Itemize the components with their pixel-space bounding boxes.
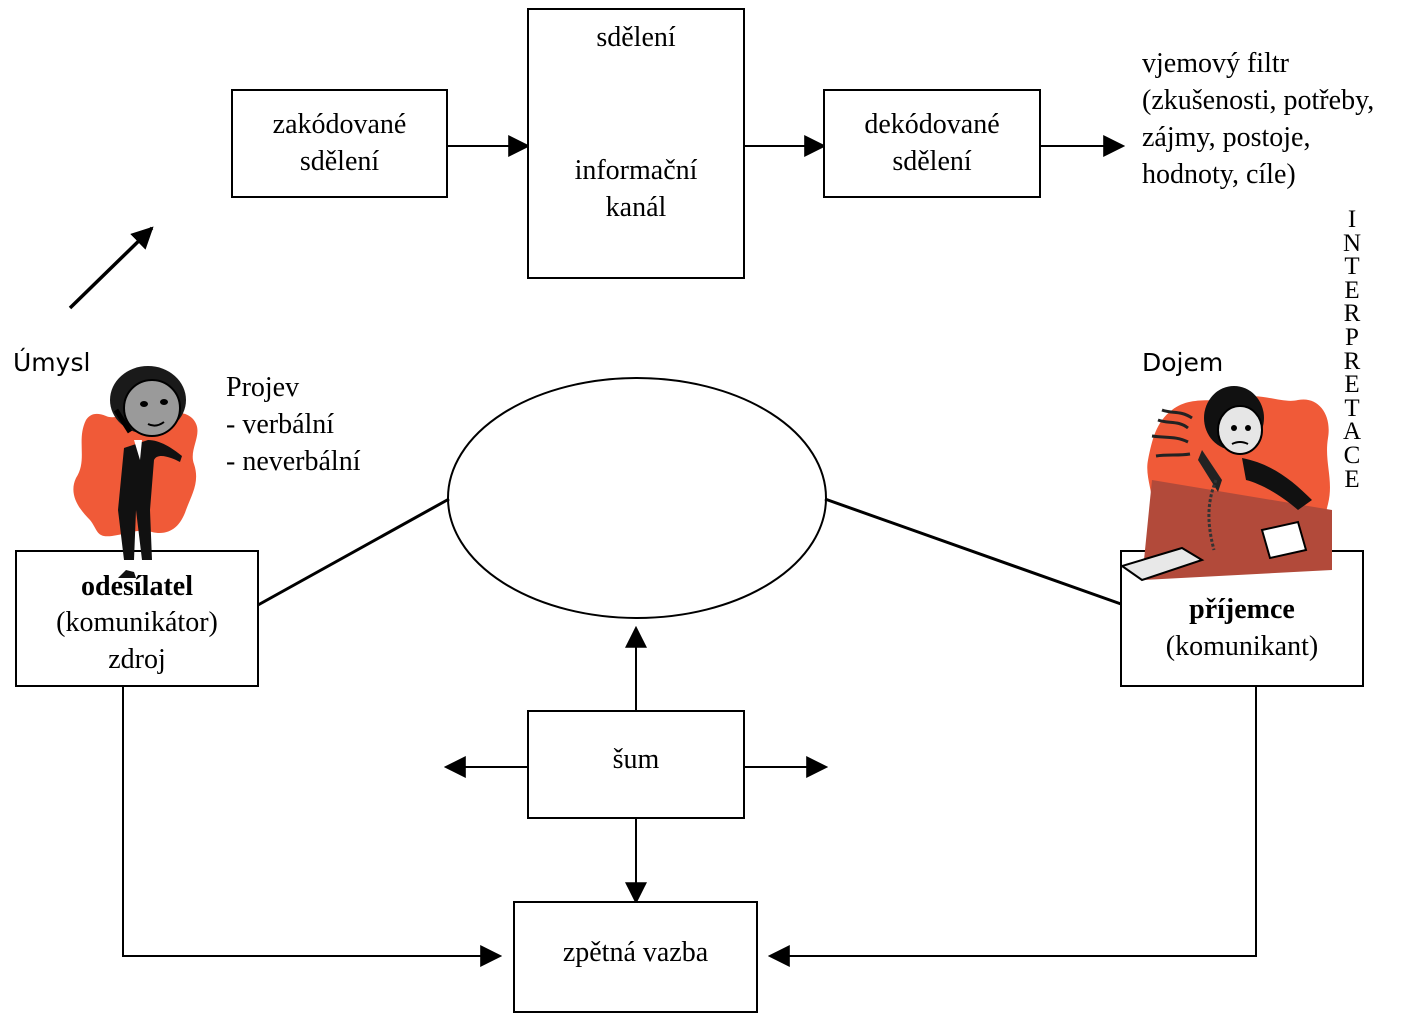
interpretation-vertical-label: I N T E R P R E T A C E: [1340, 206, 1364, 493]
interpretation-letter: E: [1344, 465, 1360, 493]
arrow-feedback-sender: [112, 666, 503, 967]
arrow-intent: [68, 226, 154, 310]
sender-box: odesílatel (komunikátor) zdroj: [15, 550, 259, 687]
information-channel-box: sdělení informační kanál: [527, 8, 745, 279]
intent-label: Úmysl: [13, 348, 91, 377]
line-ellipse-to-receiver: [824, 497, 1122, 606]
communication-ellipse: [447, 377, 827, 619]
receiver-title: příjemce: [1189, 594, 1295, 626]
noise-box: šum: [527, 710, 745, 819]
interpretation-letter: I: [1347, 206, 1357, 233]
sender-subtitle: (komunikátor): [56, 607, 218, 639]
encoded-message-line1: zakódované: [272, 109, 407, 141]
arrow-feedback-receiver: [767, 666, 1267, 967]
interpretation-letter: R: [1343, 347, 1361, 375]
perceptual-filter-label: vjemový filtr (zkušenosti, potřeby, zájm…: [1142, 46, 1374, 194]
expression-label: Projev - verbální - neverbální: [226, 370, 361, 481]
perceptual-filter-line2: (zkušenosti, potřeby,: [1142, 84, 1375, 116]
receiver-subtitle: (komunikant): [1165, 630, 1319, 662]
sender-clipart-man-phone-icon: [73, 366, 198, 578]
decoded-message-box: dekódované sdělení: [823, 89, 1041, 198]
noise-label: šum: [612, 744, 660, 776]
channel-label-line1: informační: [574, 155, 698, 187]
perceptual-filter-line4: hodnoty, cíle): [1142, 158, 1296, 190]
decoded-message-line2: sdělení: [892, 145, 972, 177]
expression-item-nonverbal: - neverbální: [226, 445, 361, 477]
feedback-box: zpětná vazba: [513, 901, 758, 1013]
interpretation-letter: N: [1342, 229, 1362, 257]
encoded-message-box: zakódované sdělení: [231, 89, 448, 198]
receiver-clipart-woman-phone-icon: [1122, 386, 1332, 582]
decoded-message-line1: dekódované: [864, 109, 1000, 141]
interpretation-letter: T: [1344, 253, 1360, 281]
perceptual-filter-line3: zájmy, postoje,: [1142, 121, 1311, 153]
impression-label: Dojem: [1142, 348, 1224, 377]
interpretation-letter: A: [1342, 418, 1362, 446]
interpretation-letter: E: [1344, 276, 1360, 304]
sender-source: zdroj: [108, 643, 166, 675]
channel-label-line2: kanál: [605, 191, 667, 223]
expression-item-verbal: - verbální: [226, 408, 335, 440]
interpretation-letter: E: [1344, 371, 1360, 399]
perceptual-filter-line1: vjemový filtr: [1142, 48, 1289, 79]
expression-title: Projev: [226, 372, 300, 403]
interpretation-letter: T: [1344, 394, 1360, 422]
interpretation-letter: C: [1343, 441, 1361, 469]
channel-message-label: sdělení: [596, 22, 676, 53]
interpretation-letter: P: [1345, 323, 1359, 351]
line-sender-to-ellipse: [257, 497, 450, 607]
sender-title: odesílatel: [81, 570, 193, 602]
interpretation-letter: R: [1343, 300, 1361, 328]
encoded-message-line2: sdělení: [299, 145, 380, 177]
feedback-label: zpětná vazba: [562, 937, 709, 968]
